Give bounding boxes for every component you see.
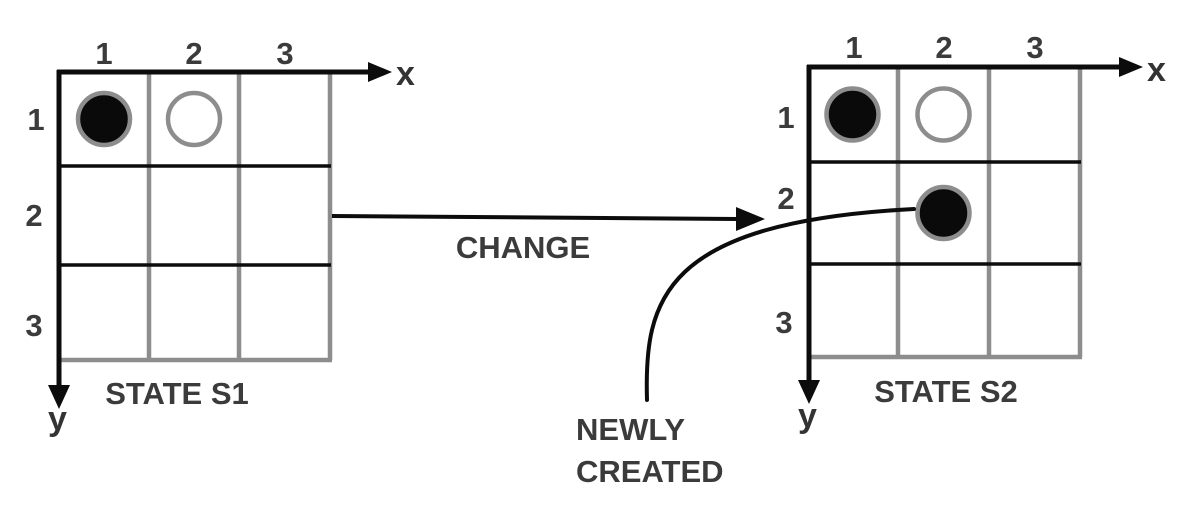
- callout-label-line2: CREATED: [576, 454, 724, 489]
- change-label: CHANGE: [456, 230, 590, 265]
- s1-col-label-2: 2: [185, 36, 202, 71]
- callout-label-line1: NEWLY: [576, 412, 685, 447]
- board-s1: x y 1 2 3 1 2 3 STATE S1: [25, 36, 415, 438]
- s1-caption: STATE S1: [105, 376, 249, 411]
- s2-col-label-3: 3: [1026, 30, 1043, 65]
- s2-caption: STATE S2: [874, 374, 1018, 409]
- s2-x-axis-arrowhead-icon: [1119, 57, 1143, 77]
- s2-row-label-2: 2: [777, 181, 794, 216]
- piece-black-x1-y1: [824, 86, 881, 143]
- s2-col-label-2: 2: [935, 30, 952, 65]
- newly-created-callout: NEWLY CREATED: [576, 207, 916, 489]
- pieces-s1: [75, 90, 223, 148]
- s1-col-label-1: 1: [95, 36, 112, 71]
- s2-grid-gray-lines: [807, 67, 1083, 360]
- s1-col-label-3: 3: [276, 36, 293, 71]
- s2-grid-black-lines: [807, 160, 1081, 266]
- s1-y-axis-label: y: [48, 400, 67, 438]
- s2-col-label-1: 1: [845, 30, 862, 65]
- piece-black-x2-y2: [915, 184, 972, 242]
- piece-white-x2-y1: [915, 86, 972, 143]
- s1-y-axis-arrowhead-icon: [48, 385, 70, 409]
- s1-row-label-1: 1: [27, 102, 44, 137]
- transition-arrow: CHANGE: [331, 207, 765, 265]
- s1-grid-black-lines: [57, 164, 331, 267]
- change-arrow-head-icon: [736, 207, 765, 231]
- piece-black-x1-y1: [75, 90, 133, 148]
- piece-white-x2-y1: [165, 90, 223, 148]
- s2-y-axis-arrowhead-icon: [798, 380, 820, 404]
- s1-x-axis-arrowhead-icon: [368, 62, 392, 82]
- s1-row-label-2: 2: [25, 198, 42, 233]
- pieces-s2: [824, 86, 972, 242]
- s2-row-label-1: 1: [777, 100, 794, 135]
- s2-y-axis-label: y: [798, 397, 817, 435]
- s2-row-label-3: 3: [775, 305, 792, 340]
- s1-grid-gray-lines: [57, 72, 333, 363]
- s1-row-label-3: 3: [25, 308, 42, 343]
- board-s2: x y 1 2 3 1 2 3 STATE S2: [775, 30, 1166, 435]
- s1-x-axis-label: x: [396, 55, 415, 93]
- callout-leader-curve: [644, 207, 916, 402]
- change-arrow-line: [331, 214, 739, 221]
- s2-x-axis-label: x: [1147, 51, 1166, 89]
